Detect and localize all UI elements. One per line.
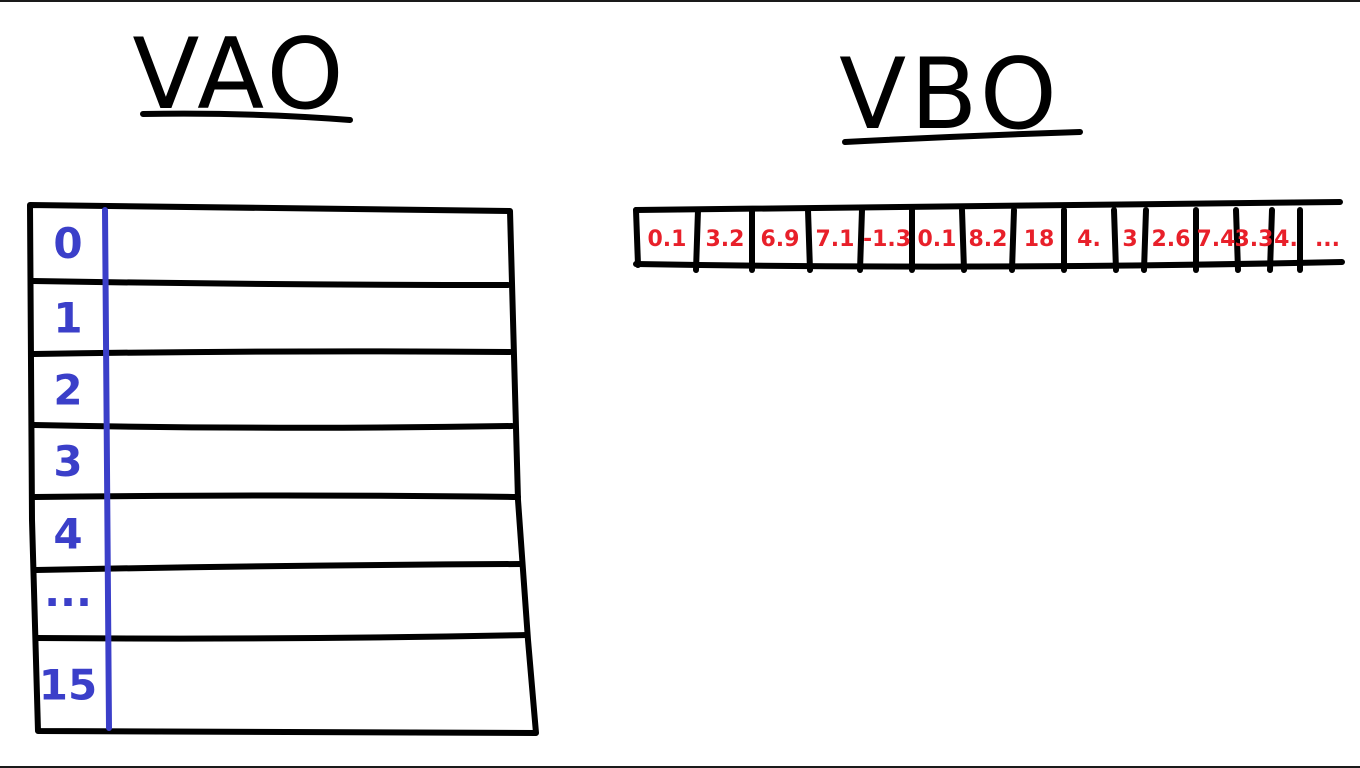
vao-row-line xyxy=(32,492,521,500)
vbo-cell-divider xyxy=(1233,207,1241,273)
vbo-cell-divider xyxy=(1009,207,1017,273)
vbo-value: 7.1 xyxy=(816,227,855,252)
vao-index-divider xyxy=(102,207,112,731)
vbo-cell-divider xyxy=(1111,207,1119,273)
vbo-strip-left-edge xyxy=(633,207,641,268)
vbo-strip-top-edge xyxy=(633,199,1343,213)
vao-row-line xyxy=(31,422,515,431)
vbo-value: -1.3 xyxy=(863,227,911,252)
vbo-value: 18 xyxy=(1024,227,1055,252)
vbo-cell-divider xyxy=(857,207,865,273)
vbo-cell-divider xyxy=(1267,207,1275,273)
vbo-cell-divider xyxy=(693,207,701,273)
vao-slot-label: 4 xyxy=(53,510,82,559)
vbo-value: ... xyxy=(1315,227,1340,252)
vao-row-line xyxy=(31,348,513,357)
vao-slot-label: 1 xyxy=(53,294,82,343)
vbo-value: 8.2 xyxy=(969,227,1008,252)
vao-slot-label: 15 xyxy=(39,661,97,710)
bottom-frame-bar xyxy=(0,766,1360,768)
vbo-title-underline xyxy=(842,129,1083,145)
vao-slot-label: 0 xyxy=(53,219,82,268)
vao-slot-labels: 0 1 2 3 4... 15 xyxy=(39,219,97,710)
vbo-value: 4. xyxy=(1274,227,1298,252)
vao-title-underline xyxy=(140,110,353,123)
top-frame-bar xyxy=(0,0,1360,2)
vao-row-line xyxy=(30,278,511,288)
vbo-value: 4. xyxy=(1077,227,1101,252)
vbo-value: 3.3 xyxy=(1235,227,1274,252)
vao-slot-label: 3 xyxy=(53,437,82,486)
vbo-value: 3 xyxy=(1122,227,1137,252)
vao-table-outline xyxy=(27,202,539,736)
vbo-cell-divider xyxy=(805,207,813,273)
vbo-value: 7.4 xyxy=(1197,227,1236,252)
vbo-cell-divider xyxy=(1141,207,1149,273)
vbo-value: 3.2 xyxy=(706,227,745,252)
vbo-value: 2.6 xyxy=(1152,227,1191,252)
vao-slot-label: 2 xyxy=(53,366,82,415)
vbo-value: 0.1 xyxy=(648,227,687,252)
vao-slot-label: ... xyxy=(44,567,92,616)
vbo-value: 6.9 xyxy=(761,227,800,252)
vbo-cell-divider xyxy=(959,207,967,273)
vbo-value: 0.1 xyxy=(918,227,957,252)
